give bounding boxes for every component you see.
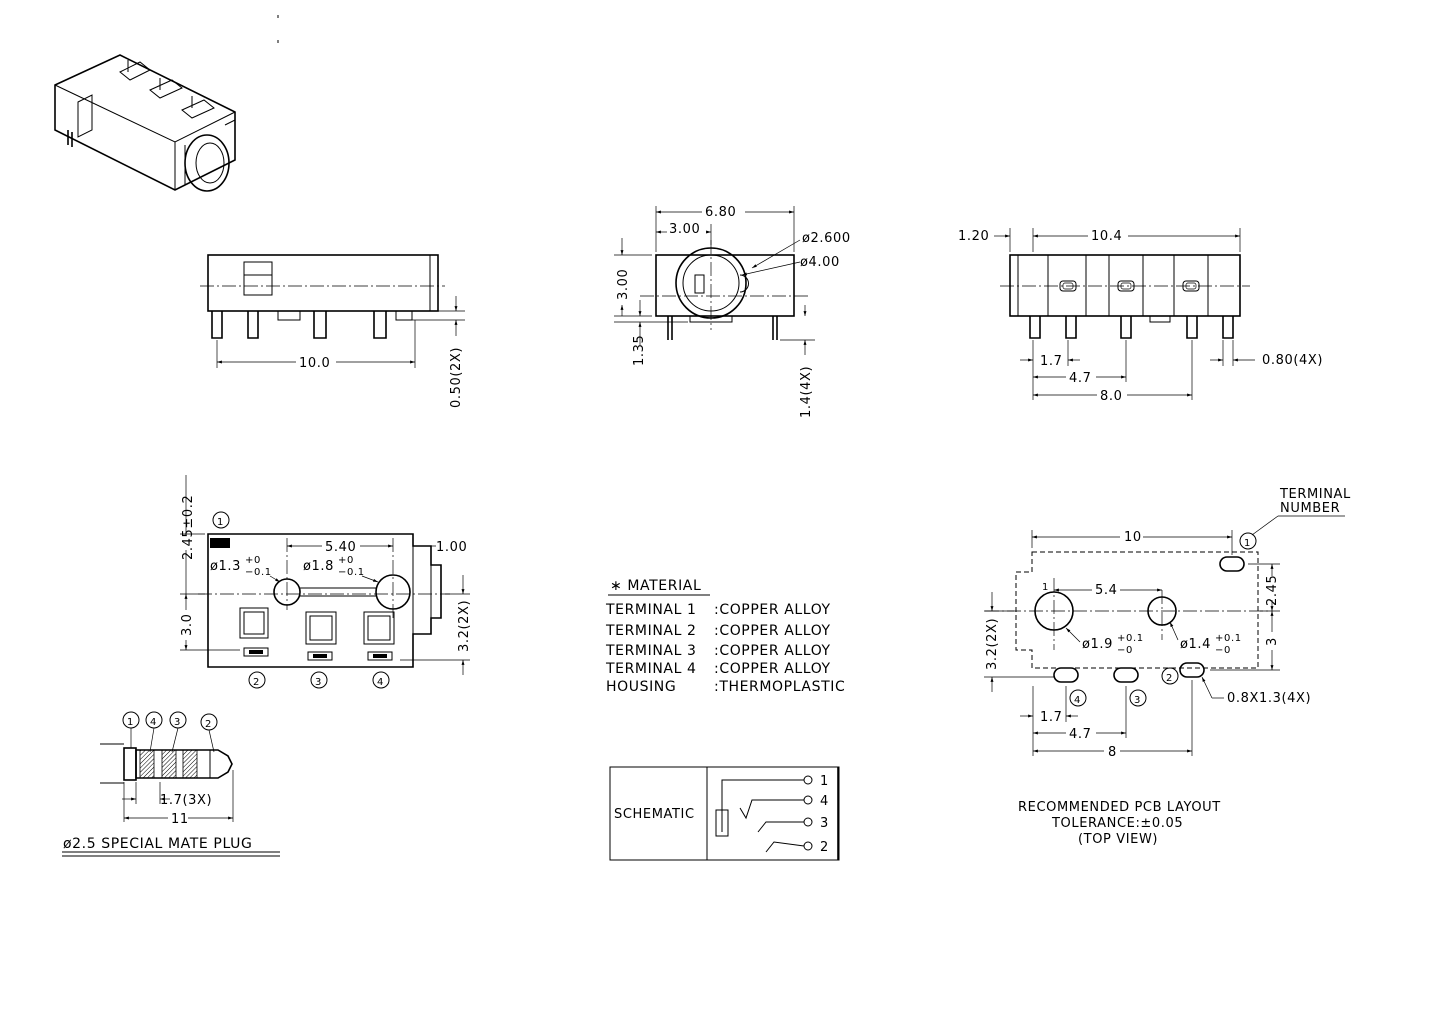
dim-1-00: 1.00 bbox=[436, 540, 467, 555]
schematic-pin-3: 3 bbox=[820, 816, 829, 831]
dim-d4-00: ø4.00 bbox=[800, 255, 840, 270]
rear-view: 1.20 10.4 1.7 4.7 8.0 0.80(4X) bbox=[958, 228, 1323, 404]
dim-1-35: 1.35 bbox=[632, 335, 647, 366]
schematic-label: SCHEMATIC bbox=[614, 807, 695, 822]
dim-3-2-2x: 3.2(2X) bbox=[457, 600, 472, 652]
hole2-label: ø1.8 bbox=[303, 559, 334, 574]
hole1-label: ø1.3 bbox=[210, 559, 241, 574]
pcb-dim-4-7: 4.7 bbox=[1069, 727, 1091, 742]
dim-10-0: 10.0 bbox=[299, 356, 330, 371]
plug-ring-4: 4 bbox=[150, 717, 157, 728]
pcb-dim-0-8x1-3: 0.8X1.3(4X) bbox=[1227, 691, 1311, 706]
front-view: 10.0 0.50(2X) bbox=[200, 254, 465, 408]
material-row-5-part: HOUSING bbox=[606, 679, 676, 695]
dim-1-7: 1.7 bbox=[1040, 354, 1062, 369]
pcb-hole1-label: ø1.9 bbox=[1082, 637, 1113, 652]
dim-3-00-left: 3.00 bbox=[616, 269, 631, 300]
pcb-hole1-sup: +0.1 bbox=[1117, 633, 1144, 644]
pcb-pad-label-2: 2 bbox=[1166, 673, 1173, 684]
dim-d2-600: ø2.600 bbox=[802, 231, 851, 246]
plug-ring-1: 1 bbox=[127, 717, 134, 728]
material-row-4-value: :COPPER ALLOY bbox=[714, 661, 831, 677]
hole2-sup: +0 bbox=[338, 555, 354, 566]
dim-8-0: 8.0 bbox=[1100, 389, 1122, 404]
dim-2-45-pm: 2.45±0.2 bbox=[181, 495, 196, 560]
pcb-hole2-label: ø1.4 bbox=[1180, 637, 1211, 652]
pcb-hole2-sup: +0.1 bbox=[1215, 633, 1242, 644]
side-view: 6.80 3.00 ø2.600 ø4.00 3.00 1.35 1.4(4X) bbox=[614, 205, 851, 418]
terminal-number-line1: TERMINAL bbox=[1279, 487, 1351, 502]
dim-1-4-4x: 1.4(4X) bbox=[799, 366, 814, 418]
pcb-dim-10: 10 bbox=[1124, 530, 1142, 545]
material-title: ∗ MATERIAL bbox=[610, 578, 701, 594]
terminal-number-line2: NUMBER bbox=[1280, 501, 1340, 516]
schematic-pin-2: 2 bbox=[820, 840, 829, 855]
plug-ring-3: 3 bbox=[174, 717, 181, 728]
material-row-2-part: TERMINAL 2 bbox=[605, 623, 697, 639]
pcb-caption-1: RECOMMENDED PCB LAYOUT bbox=[1018, 800, 1221, 815]
dim-10-4: 10.4 bbox=[1091, 229, 1122, 244]
terminal-label-2: 2 bbox=[253, 677, 260, 688]
pcb-layout: 10 5.4 2.45 3 3.2(2X) ø1.9 +0.1 −0 ø1.4 … bbox=[984, 487, 1351, 847]
dim-1-20: 1.20 bbox=[958, 229, 989, 244]
material-row-1-value: :COPPER ALLOY bbox=[714, 602, 831, 618]
pcb-hole2-sub: −0 bbox=[1215, 645, 1231, 656]
pcb-dim-2-45: 2.45 bbox=[1265, 575, 1280, 606]
dim-5-40: 5.40 bbox=[325, 540, 356, 555]
pcb-dim-8: 8 bbox=[1108, 745, 1117, 760]
dim-6-80: 6.80 bbox=[705, 205, 736, 220]
dim-4-7: 4.7 bbox=[1069, 371, 1091, 386]
pcb-caption-3: (TOP VIEW) bbox=[1078, 832, 1158, 847]
pcb-dim-3-2-2x: 3.2(2X) bbox=[985, 618, 1000, 670]
material-table: ∗ MATERIAL TERMINAL 1 :COPPER ALLOY TERM… bbox=[605, 578, 845, 695]
plug-ring-2: 2 bbox=[205, 719, 212, 730]
pcb-caption-2: TOLERANCE:±0.05 bbox=[1051, 816, 1183, 831]
material-row-1-part: TERMINAL 1 bbox=[605, 602, 697, 618]
material-row-3-value: :COPPER ALLOY bbox=[714, 643, 831, 659]
dim-1-7-3x: 1.7(3X) bbox=[160, 793, 212, 808]
material-row-4-part: TERMINAL 4 bbox=[605, 661, 697, 677]
isometric-view bbox=[54, 15, 279, 192]
terminal-label-3: 3 bbox=[315, 677, 322, 688]
dim-11: 11 bbox=[171, 812, 189, 827]
mate-plug: 1.7(3X) 11 1 4 3 2 ø2.5 SPECIAL MATE PLU… bbox=[62, 711, 280, 857]
material-row-5-value: :THERMOPLASTIC bbox=[714, 679, 845, 695]
plug-title: ø2.5 SPECIAL MATE PLUG bbox=[63, 836, 252, 852]
bottom-view: 2.45±0.2 3.0 5.40 1.00 ø1.3 +0 −0.1 ø1.8… bbox=[180, 475, 472, 689]
pcb-hole-label-1: 1 bbox=[1042, 582, 1049, 593]
schematic-pin-4: 4 bbox=[820, 794, 829, 809]
pcb-dim-1-7: 1.7 bbox=[1040, 710, 1062, 725]
dim-3-0: 3.0 bbox=[180, 614, 195, 636]
hole2-sub: −0.1 bbox=[338, 567, 365, 578]
material-row-2-value: :COPPER ALLOY bbox=[714, 623, 831, 639]
pcb-dim-5-4: 5.4 bbox=[1095, 583, 1117, 598]
pcb-pad-label-3: 3 bbox=[1134, 695, 1141, 706]
terminal-label-1: 1 bbox=[217, 517, 224, 528]
pcb-pad-label-1: 1 bbox=[1244, 538, 1251, 549]
pcb-dim-3: 3 bbox=[1265, 637, 1280, 646]
terminal-label-4: 4 bbox=[377, 677, 384, 688]
pcb-hole1-sub: −0 bbox=[1117, 645, 1133, 656]
pcb-pad-label-4: 4 bbox=[1074, 695, 1081, 706]
dim-0-80-4x: 0.80(4X) bbox=[1262, 353, 1323, 368]
hole1-sup: +0 bbox=[245, 555, 261, 566]
schematic: SCHEMATIC 1 4 3 2 bbox=[609, 766, 840, 861]
dim-3-00-top: 3.00 bbox=[669, 222, 700, 237]
hole1-sub: −0.1 bbox=[245, 567, 272, 578]
material-row-3-part: TERMINAL 3 bbox=[605, 643, 697, 659]
schematic-pin-1: 1 bbox=[820, 774, 829, 789]
dim-0-50-2x: 0.50(2X) bbox=[449, 347, 464, 408]
